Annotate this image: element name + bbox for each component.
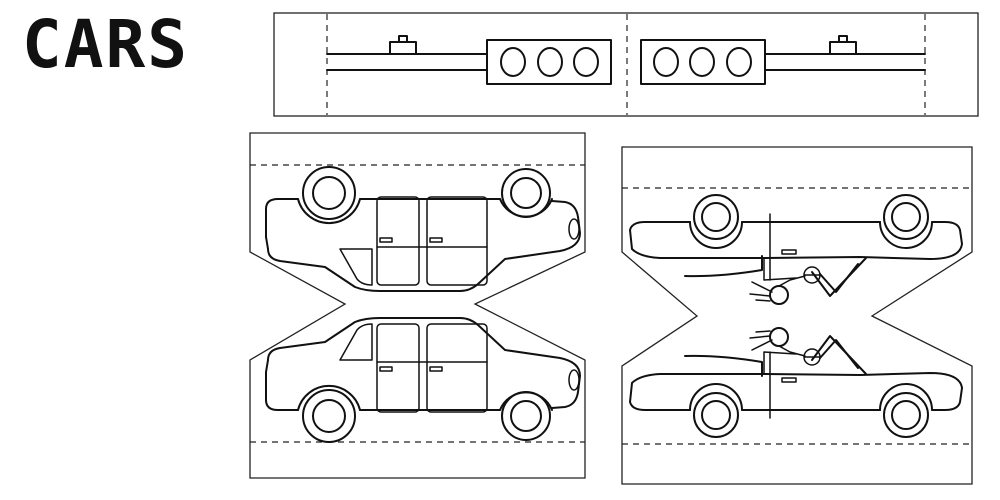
page-title: CARS — [22, 6, 189, 83]
driver-head — [769, 327, 789, 347]
sedan-upright — [265, 317, 581, 443]
convertible-body-outline — [629, 372, 963, 411]
pole-bracket — [829, 41, 857, 55]
traffic-light-housing — [486, 39, 612, 85]
sedan-rear-window — [339, 323, 373, 361]
wheel-hub — [312, 176, 346, 210]
headlight — [568, 369, 580, 391]
driver-head — [769, 285, 789, 305]
trunk-lid — [684, 255, 763, 278]
wheel — [883, 194, 929, 240]
wheel-hub — [312, 399, 346, 433]
seat — [763, 257, 797, 281]
driver-arm — [778, 345, 806, 357]
sedan-body-outline — [265, 198, 581, 292]
wheel-hub — [891, 400, 921, 430]
driver-arm — [778, 275, 806, 287]
door-handle — [781, 249, 797, 255]
sedan-cutout-border — [249, 132, 586, 479]
sedan-door — [426, 323, 488, 413]
sedan-door — [376, 323, 420, 413]
traffic-light-strip — [273, 12, 979, 117]
door-handle — [379, 237, 393, 243]
driver-scarf — [749, 281, 773, 302]
headlight — [568, 218, 580, 240]
sedan-rear-window — [339, 248, 373, 286]
convertible-cutout — [621, 146, 973, 485]
traffic-light-strip-border — [273, 12, 979, 117]
windshield-glass — [819, 263, 859, 293]
sedan-front — [265, 359, 269, 373]
pole-bracket-top — [398, 35, 408, 43]
wheel-hub — [510, 400, 542, 432]
wheel — [302, 389, 356, 443]
light-lamp — [573, 47, 599, 77]
pole-bracket — [389, 41, 417, 55]
wheel-hub — [701, 400, 731, 430]
light-lamp — [726, 47, 752, 77]
driver-scarf — [749, 330, 773, 351]
steering-wheel — [803, 266, 821, 284]
wheel-hub — [701, 202, 731, 232]
light-lamp — [689, 47, 715, 77]
steering-wheel — [803, 348, 821, 366]
light-lamp — [653, 47, 679, 77]
sedan-cutout — [249, 132, 586, 479]
wheel-arch — [297, 384, 361, 411]
traffic-light-housing — [640, 39, 766, 85]
convertible-cutout-border — [621, 146, 973, 485]
wheel-arch — [689, 221, 743, 249]
sedan-front — [265, 236, 269, 250]
traffic-light-pole — [764, 53, 926, 71]
traffic-light-pole — [326, 53, 488, 71]
sedan-body-outline — [265, 317, 581, 411]
wheel — [693, 194, 739, 240]
wheel — [501, 168, 551, 218]
wheel — [883, 392, 929, 438]
light-lamp — [537, 47, 563, 77]
sedan-door — [426, 196, 488, 286]
light-lamp — [500, 47, 526, 77]
sedan-door — [376, 196, 420, 286]
trunk-lid — [684, 354, 763, 377]
sedan-inverted — [265, 166, 581, 292]
wheel-hub — [891, 202, 921, 232]
convertible-inverted — [629, 194, 963, 305]
windshield-glass — [819, 339, 859, 369]
wheel-arch — [689, 383, 743, 411]
pole-bracket-top — [838, 35, 848, 43]
seat — [763, 351, 797, 375]
door-handle — [429, 237, 443, 243]
door-handle — [781, 377, 797, 383]
wheel — [693, 392, 739, 438]
traffic-light-left — [326, 35, 612, 85]
traffic-light-right — [640, 35, 926, 85]
convertible-upright — [629, 327, 963, 438]
wheel — [302, 166, 356, 220]
wheel-arch — [879, 383, 933, 411]
wheel-hub — [510, 177, 542, 209]
wheel-arch — [879, 221, 933, 249]
wheel-arch — [297, 198, 361, 225]
door-handle — [379, 366, 393, 372]
convertible-body-outline — [629, 221, 963, 260]
door-handle — [429, 366, 443, 372]
wheel — [501, 391, 551, 441]
